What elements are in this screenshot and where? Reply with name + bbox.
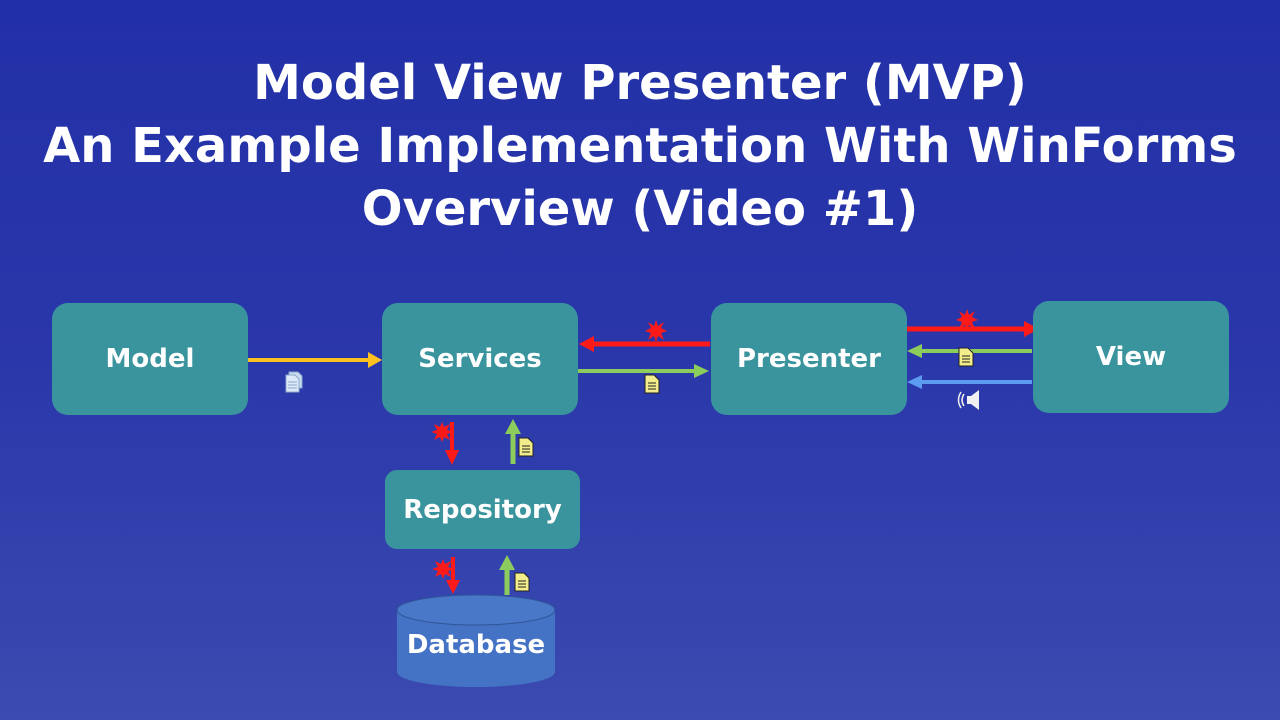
arrow-model-to-services — [248, 352, 382, 368]
title-line-1: Model View Presenter (MVP) — [253, 55, 1027, 111]
node-model: Model — [52, 303, 248, 415]
burst-icon — [432, 559, 454, 579]
title-line-3: Overview (Video #1) — [361, 181, 919, 237]
arrow-database-to-repository — [499, 555, 515, 595]
node-repository-label: Repository — [403, 494, 562, 525]
node-services-label: Services — [418, 344, 542, 374]
title-line-2: An Example Implementation With WinForms — [43, 118, 1237, 174]
speaker-icon — [957, 390, 979, 410]
documents-icon — [285, 371, 303, 393]
document-icon — [518, 437, 534, 457]
database-cylinder-icon — [396, 594, 556, 687]
document-icon — [514, 572, 530, 592]
arrow-view-to-presenter-event — [907, 375, 1032, 389]
diagram-title: Model View Presenter (MVP) An Example Im… — [0, 52, 1280, 241]
node-view: View — [1033, 301, 1229, 413]
node-view-label: View — [1095, 342, 1167, 372]
burst-icon — [431, 422, 453, 442]
node-services: Services — [382, 303, 578, 415]
node-database-label: Database — [406, 630, 546, 660]
node-presenter-label: Presenter — [736, 344, 881, 374]
burst-icon — [956, 309, 978, 331]
document-icon — [958, 347, 974, 367]
node-model-label: Model — [105, 344, 195, 374]
node-repository: Repository — [385, 470, 580, 549]
document-icon — [644, 374, 660, 394]
burst-icon — [645, 320, 667, 342]
node-database: Database — [396, 594, 556, 687]
node-presenter: Presenter — [711, 303, 907, 415]
